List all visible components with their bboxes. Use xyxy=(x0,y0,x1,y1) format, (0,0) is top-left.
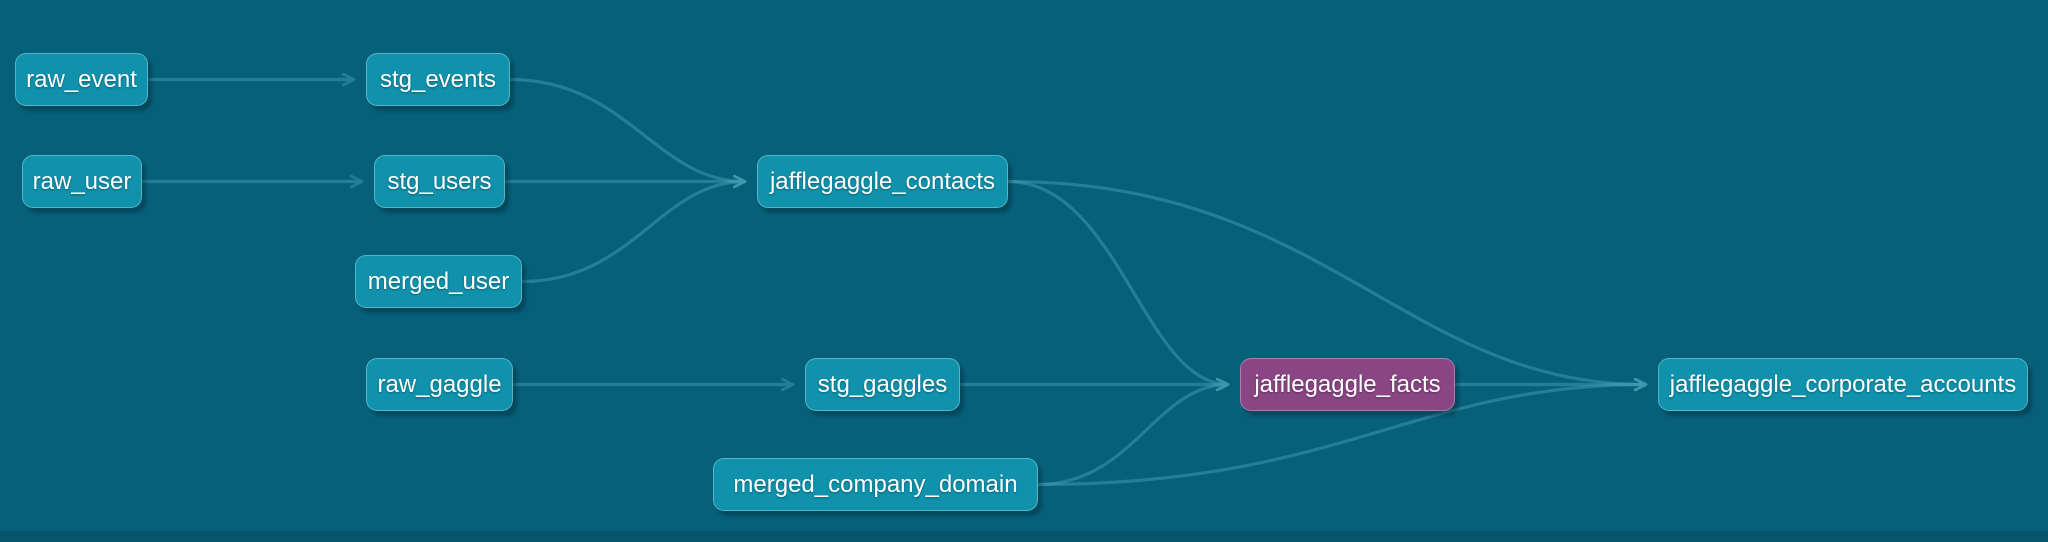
node-label: jafflegaggle_corporate_accounts xyxy=(1669,370,2017,398)
node-label: merged_user xyxy=(367,267,510,295)
node-label: stg_gaggles xyxy=(817,370,948,398)
node-stg_gaggles[interactable]: stg_gaggles xyxy=(805,358,960,411)
edge-merged_company_domain-jafflegaggle_facts xyxy=(1037,377,1230,487)
node-raw_gaggle[interactable]: raw_gaggle xyxy=(366,358,513,411)
node-label: merged_company_domain xyxy=(733,470,1018,498)
node-raw_user[interactable]: raw_user xyxy=(22,155,142,208)
node-raw_event[interactable]: raw_event xyxy=(15,53,148,106)
node-merged_user[interactable]: merged_user xyxy=(355,255,522,308)
node-label: raw_gaggle xyxy=(377,370,502,398)
edges-group xyxy=(141,72,1648,487)
node-jafflegaggle_facts[interactable]: jafflegaggle_facts xyxy=(1240,358,1455,411)
canvas-bottom-edge xyxy=(0,531,2048,542)
node-merged_company_domain[interactable]: merged_company_domain xyxy=(713,458,1038,511)
node-jafflegaggle_contacts[interactable]: jafflegaggle_contacts xyxy=(757,155,1008,208)
node-stg_users[interactable]: stg_users xyxy=(374,155,505,208)
node-stg_events[interactable]: stg_events xyxy=(366,53,510,106)
node-label: raw_user xyxy=(32,167,132,195)
edge-merged_company_domain-jafflegaggle_corporate_accounts xyxy=(1037,377,1648,487)
node-label: jafflegaggle_facts xyxy=(1254,370,1441,398)
edge-stg_events-jafflegaggle_contacts xyxy=(509,77,747,189)
node-label: stg_users xyxy=(387,167,492,195)
node-label: stg_events xyxy=(379,65,497,93)
node-jafflegaggle_corporate_accounts[interactable]: jafflegaggle_corporate_accounts xyxy=(1658,358,2028,411)
edge-jafflegaggle_contacts-jafflegaggle_corporate_accounts xyxy=(1007,179,1648,392)
edge-merged_user-jafflegaggle_contacts xyxy=(521,174,747,284)
node-label: jafflegaggle_contacts xyxy=(769,167,996,195)
node-label: raw_event xyxy=(26,65,137,93)
edge-jafflegaggle_contacts-jafflegaggle_facts xyxy=(1007,179,1230,392)
